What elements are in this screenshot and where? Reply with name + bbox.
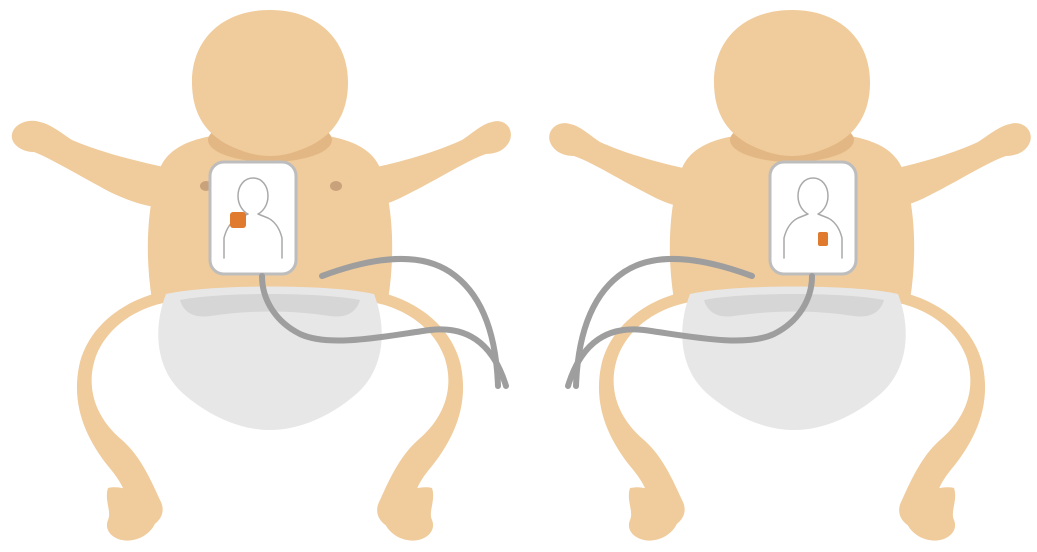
pad-marker-icon [818, 232, 828, 246]
left-arm-icon [12, 121, 172, 207]
infant-front [12, 10, 511, 541]
pad-marker-icon [230, 212, 246, 228]
back-head-icon [714, 10, 870, 156]
electrode-pad-icon [770, 162, 856, 274]
front-head-icon [192, 10, 348, 156]
electrode-pad-icon [210, 162, 296, 274]
infant-back [549, 10, 1031, 541]
back-electrode-pad [770, 162, 856, 274]
nipple-right-icon [330, 181, 342, 191]
front-electrode-pad [210, 162, 296, 274]
